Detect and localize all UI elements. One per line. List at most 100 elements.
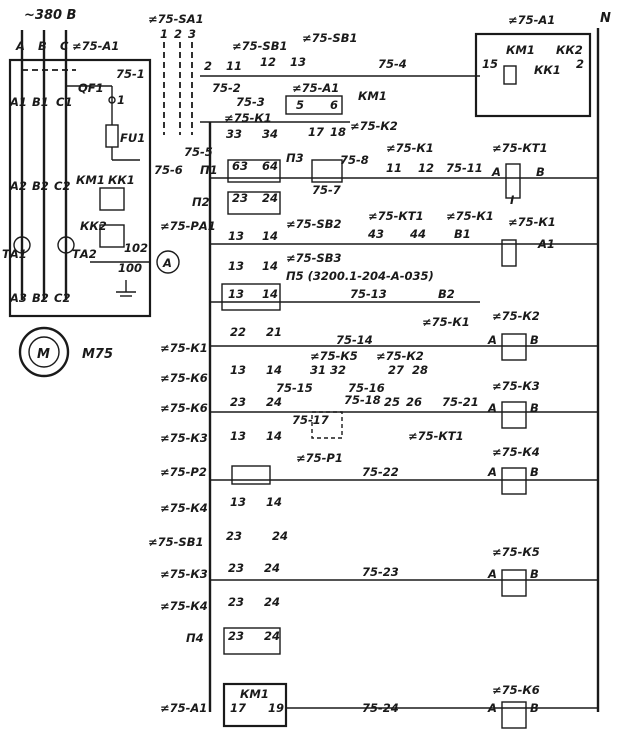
phase-a-label: A [15,39,25,53]
sb1-top-label: ≠75-SB1 [232,39,287,53]
contact-21: 21 [266,325,282,339]
k2-a: A [487,333,497,347]
kk2-element [99,224,125,248]
contact-63: 63 [232,159,248,173]
contact-34: 34 [262,127,278,141]
k4-a: A [487,465,497,479]
kt1-contact-label: ≠75-КТ1 [368,209,424,223]
terminal-a3: A3 [9,291,27,305]
terminal-c2: C2 [54,179,70,193]
contact-26: 26 [406,395,422,409]
k5-b: В [530,567,539,581]
k4-coil [501,467,527,495]
contact-23e: 23 [228,595,244,609]
contact-17b: 17 [230,701,246,715]
row-label-p2: ≠75-Р2 [160,465,207,479]
qf1-label: QF1 [78,81,104,95]
row-label-k6b: ≠75-К6 [160,401,208,415]
module-km1: КМ1 [506,43,535,57]
node-100-label: 100 [118,261,142,275]
module-kk1: КК1 [534,63,561,77]
control-circuit: ≠75-SA1 1 2 3 75-1 2 ≠75-SB1 ≠75-SB1 11 … [116,11,611,729]
kk1-element [99,187,125,211]
sa1-pos-2: 2 [174,27,182,41]
k3-b: В [530,401,539,415]
pa1-label: ≠75-РА1 [160,219,216,233]
terminal-a2: A2 [9,179,27,193]
contact-5: 5 [296,98,304,112]
contact-32: 32 [330,363,346,377]
contact-24e: 24 [264,595,280,609]
contact-23a: 23 [232,191,248,205]
ammeter [156,250,180,274]
km1-mid-label: КМ1 [358,89,387,103]
fuse-label: FU1 [120,131,145,145]
wire-75-21: 75-21 [442,395,479,409]
p2-relay-box [231,465,271,485]
phase-c-label: С [60,39,69,53]
node-102-label: 102 [124,241,148,255]
contact-13d: 13 [230,363,246,377]
kk1-power-label: КК1 [108,173,135,187]
k5-coil-label: ≠75-К5 [492,545,540,559]
sa1-pos-1: 1 [160,27,168,41]
contact-23c: 23 [226,529,242,543]
k5-contact-label: ≠75-К5 [310,349,358,363]
row-label-sb1: ≠75-SB1 [148,535,203,549]
sb3-label: ≠75-SB3 [286,251,341,265]
wire-75-14: 75-14 [336,333,373,347]
contact-23d: 23 [228,561,244,575]
neutral-label: N [600,11,611,26]
terminal-c2-bottom: C2 [54,291,70,305]
k4-coil-label: ≠75-К4 [492,445,540,459]
wire-75-4: 75-4 [378,57,407,71]
motor-symbol [18,326,70,378]
kt1-coil-label: ≠75-КТ1 [492,141,548,155]
wire-75-16: 75-16 [348,381,385,395]
k4-b: В [530,465,539,479]
k1-label-3: ≠75-К1 [446,209,494,223]
a1-inner-label: ≠75-А1 [292,81,339,95]
contact-2: 2 [204,59,212,73]
contact-33: 33 [226,127,242,141]
p1-label: П1 [200,163,218,177]
contact-23f: 23 [228,629,244,643]
fuse-fu1 [105,124,119,148]
ammeter-label: A [162,256,172,270]
p2-box [227,191,281,215]
supply-voltage: ~380 В [24,8,77,23]
contact-13c: 13 [228,287,244,301]
k2-coil [501,333,527,361]
contact-19: 19 [268,701,284,715]
terminal-b2: B2 [32,179,49,193]
row-label-k1: ≠75-К1 [160,341,208,355]
kt1-inner: I [510,193,515,207]
row-label-p4: П4 [186,631,204,645]
contact-b1: В1 [454,227,471,241]
contact-22: 22 [230,325,246,339]
km1-bottom-box [222,682,288,728]
terminal-b2-bottom: B2 [32,291,49,305]
kt1-a: A [491,165,501,179]
contact-13e: 13 [230,429,246,443]
contact-11b: 11 [386,161,402,175]
contact-24c: 24 [272,529,288,543]
row-label-k3b: ≠75-К3 [160,567,208,581]
contact-13f: 13 [230,495,246,509]
supply-module-label: ≠75-А1 [72,39,119,53]
terminal-b1: B1 [32,95,49,109]
ta2-coil [57,236,75,254]
contact-64: 64 [262,159,278,173]
k3-a: A [487,401,497,415]
wire-75-22: 75-22 [362,465,399,479]
row-label-a1: ≠75-А1 [160,701,207,715]
contact-25: 25 [384,395,400,409]
wire-75-18: 75-18 [344,393,381,407]
k2-contact-label: ≠75-К2 [376,349,424,363]
contact-24b: 24 [266,395,282,409]
module-a1 [474,32,592,118]
motor-name: М75 [82,347,113,362]
k5-coil [501,569,527,597]
power-circuit: ~380 В A В С ≠75-А1 QF1 A1 B1 C1 1 FU1 A… [2,8,180,378]
